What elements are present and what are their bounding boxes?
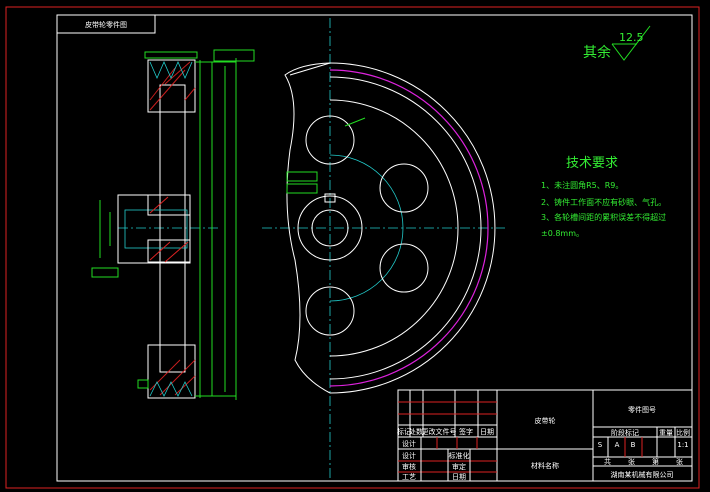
drawing-stroke: [147, 59, 196, 113]
drawing-stroke: [149, 381, 193, 397]
drawing-stroke: [344, 117, 366, 127]
drawing-stroke: [286, 171, 318, 182]
drawing-stroke: [379, 163, 429, 213]
drawing-stroke: [329, 154, 404, 302]
drawing-stroke: [213, 49, 255, 62]
drawing-label: 审定: [452, 462, 466, 471]
material: 材料名称: [531, 461, 559, 470]
drawing-stroke: [147, 344, 196, 399]
drawing-stroke: [324, 193, 336, 203]
drawing-label: 重量: [659, 429, 673, 437]
title-block: 标记 处数 更改文件号 签字 日期 设计 设计 标准化 审核 审定 工艺 日期 …: [397, 389, 693, 482]
drawing-label: 1、未注圆角R5、R9。: [541, 180, 623, 190]
drawing-label: 共: [604, 457, 611, 466]
drawing-stroke: [329, 69, 489, 387]
drawing-stroke: [174, 375, 196, 396]
drawing-stroke: [184, 87, 196, 101]
part-name: 皮带轮: [535, 416, 556, 425]
drawing-label: 12.5: [619, 31, 644, 44]
drawing-label: 2、铸件工作面不应有砂眼、气孔。: [541, 197, 666, 207]
drawing-stroke: [149, 359, 181, 391]
drawing-stroke: [159, 111, 186, 346]
drawing-stroke: [149, 61, 196, 396]
drawing-label: 张: [676, 457, 683, 466]
drawing-label: ±0.8mm。: [541, 229, 584, 238]
drawing-code: 零件图号: [628, 405, 656, 414]
drawing-number-box: [56, 14, 156, 34]
roughness-other-label: 其余: [583, 44, 611, 61]
tech-req-title: 技术要求: [566, 156, 618, 171]
drawing-label: 标准化: [449, 451, 470, 460]
drawing-label: 审核: [402, 462, 416, 471]
drawing-label: 签字: [459, 427, 473, 436]
drawing-stroke: [149, 61, 193, 79]
drawing-stroke: [611, 25, 651, 61]
drawing-stroke: [149, 241, 171, 261]
drawing-label: 阶段标记: [611, 428, 639, 437]
drawing-label: 标记: [397, 427, 411, 436]
drawing-stroke: [149, 69, 186, 111]
drawing-frame: [56, 14, 693, 482]
drawing-stroke: [329, 62, 496, 394]
drawing-label: 3、各轮槽间距的累积误差不得超过: [541, 212, 666, 222]
drawing-label: 第: [652, 457, 659, 466]
drawing-stroke: [329, 99, 459, 357]
drawing-stroke: [168, 197, 186, 213]
drawing-label: 设计: [402, 451, 416, 460]
drawing-stroke: [284, 62, 331, 394]
technical-requirements: 技术要求 1、未注圆角R5、R9。 2、铸件工作面不应有砂眼、气孔。 3、各轮槽…: [541, 156, 666, 238]
drawing-stroke: [144, 51, 198, 59]
drawing-stroke: [164, 61, 191, 85]
drawing-stroke: [305, 115, 355, 165]
drawing-label: 工艺: [402, 473, 416, 481]
drawing-number-text: 皮带轮零件图: [85, 20, 127, 29]
drawing-label: A: [615, 441, 620, 449]
section-view: [91, 49, 255, 400]
drawing-stroke: [311, 209, 349, 247]
drawing-label: 日期: [452, 473, 466, 481]
drawing-label: B: [631, 441, 636, 449]
end-view: [262, 18, 505, 478]
drawing-stroke: [329, 76, 482, 380]
drawing-stroke: [397, 389, 693, 482]
drawing-label: 处数: [409, 427, 423, 436]
drawing-stroke: [297, 195, 363, 261]
drawing-stroke: [159, 359, 196, 396]
drawing-label: 日期: [480, 428, 494, 436]
drawing-stroke: [305, 286, 355, 336]
drawing-label: 更改文件号: [422, 427, 457, 436]
scale: 1:1: [677, 441, 688, 449]
drawing-stroke: [379, 243, 429, 293]
drawing-stroke: [124, 209, 188, 249]
drawing-label: 比例: [676, 428, 690, 437]
drawing-stroke: [289, 62, 331, 76]
drawing-label: 设计: [402, 439, 416, 448]
drawing-stroke: [137, 379, 149, 389]
drawing-stroke: [91, 267, 119, 278]
drawing-stroke: [149, 67, 176, 101]
drawing-stroke: [147, 194, 191, 216]
roughness-symbol: 12.5 其余: [583, 25, 651, 61]
drawing-stroke: [147, 239, 191, 263]
outer-sheet-border: [5, 6, 700, 489]
company-name: 湖南某机械有限公司: [611, 470, 674, 479]
drawing-label: 张: [628, 457, 635, 466]
drawing-stroke: [117, 194, 191, 264]
drawing-label: S: [598, 441, 603, 449]
drawing-stroke: [286, 183, 318, 194]
drawing-stroke: [164, 241, 189, 263]
drawing-stroke: [149, 196, 169, 214]
